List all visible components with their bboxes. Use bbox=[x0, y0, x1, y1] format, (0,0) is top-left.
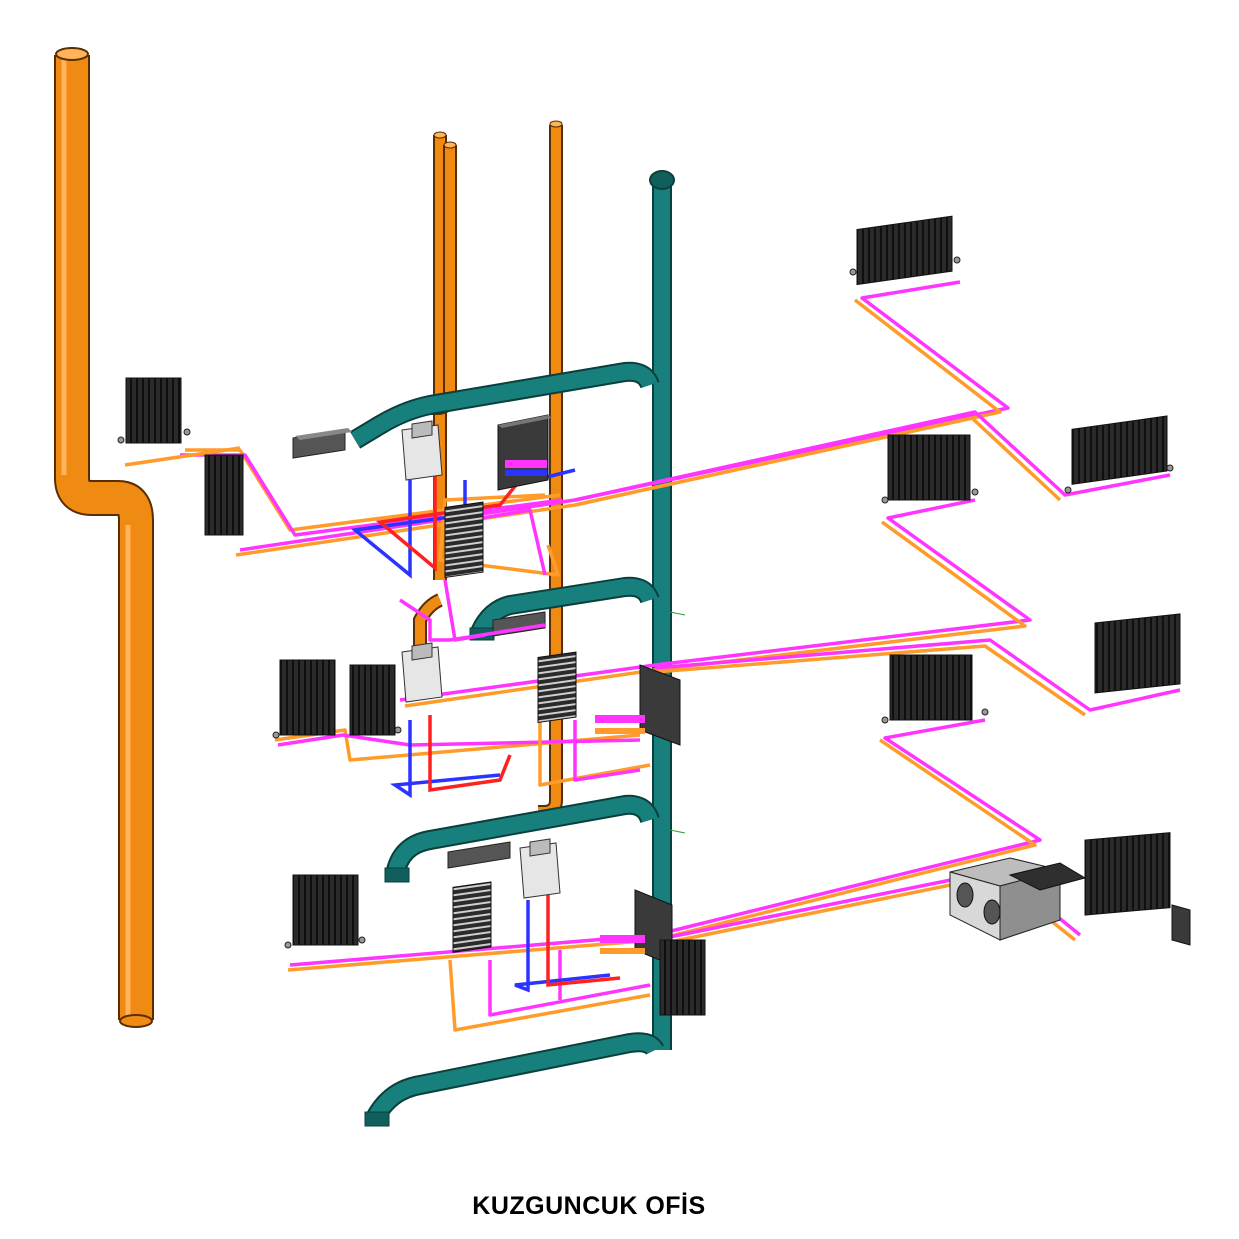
radiator-icon bbox=[1084, 832, 1171, 916]
combi-boilers bbox=[401, 420, 561, 899]
radiator-icon bbox=[292, 874, 359, 946]
towel-rail-icon bbox=[537, 651, 577, 723]
diagram-caption: KUZGUNCUK OFİS bbox=[472, 1192, 706, 1220]
combi-boiler-icon bbox=[401, 642, 443, 703]
radiator-icon bbox=[1071, 415, 1168, 485]
radiator-icon bbox=[349, 664, 396, 736]
main-flue-stack bbox=[54, 47, 154, 1028]
radiator-icon bbox=[279, 659, 336, 736]
radiator-icon bbox=[659, 939, 706, 1016]
radiator-icon bbox=[856, 215, 953, 286]
heat-recovery-unit-icon bbox=[949, 857, 1191, 946]
radiator-icon bbox=[125, 377, 182, 444]
domestic-water-pipes bbox=[350, 468, 621, 993]
radiators bbox=[117, 215, 1181, 1016]
level-markers bbox=[669, 611, 686, 834]
radiator-icon bbox=[889, 654, 973, 721]
combi-boiler-icon bbox=[519, 838, 561, 899]
ventilation-ducts bbox=[349, 170, 675, 1127]
radiator-icon bbox=[887, 434, 971, 501]
manifold-icon bbox=[497, 414, 681, 966]
towel-rail-icon bbox=[452, 881, 492, 953]
towel-rails bbox=[444, 501, 577, 953]
towel-rail-icon bbox=[444, 501, 484, 579]
radiator-icon bbox=[1094, 613, 1181, 694]
radiator-icon bbox=[204, 454, 244, 536]
combi-boiler-icon bbox=[401, 420, 443, 481]
